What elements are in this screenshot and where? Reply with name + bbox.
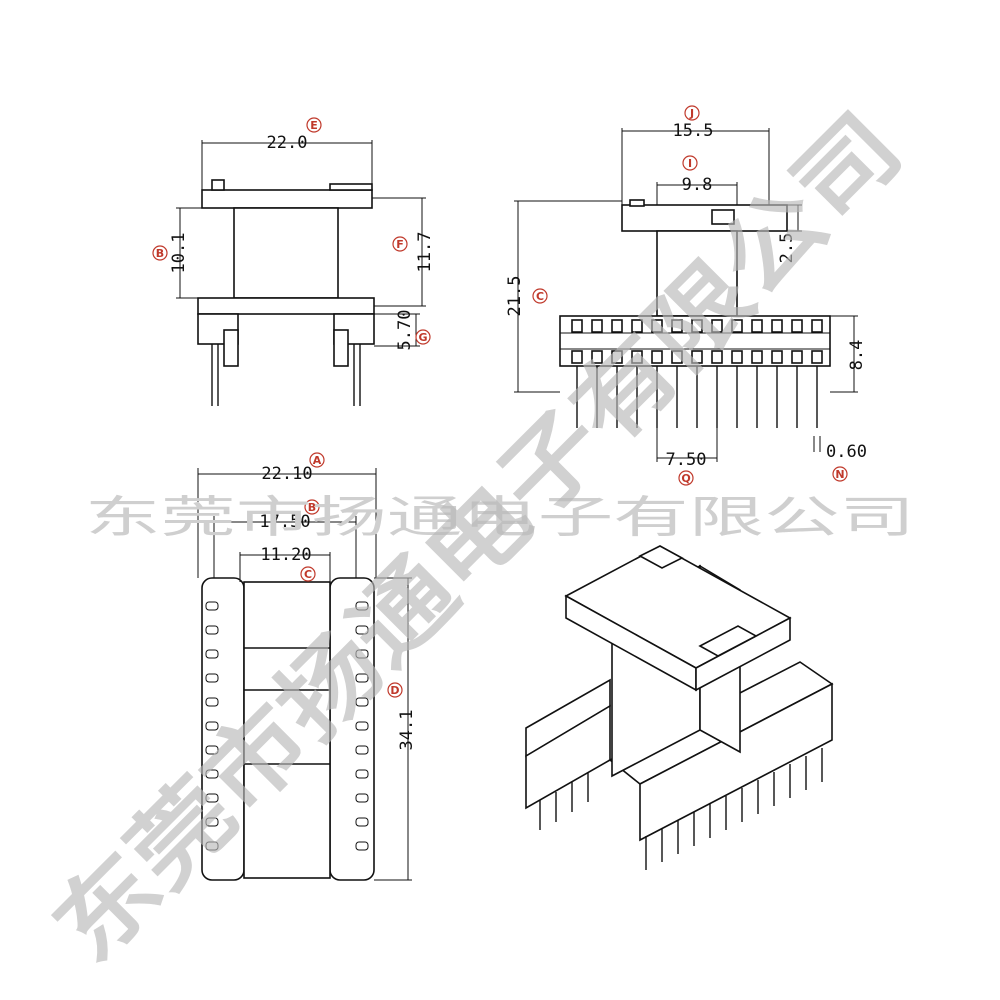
side-inner-tag: I <box>688 157 692 170</box>
front-base-flange <box>197 297 375 315</box>
side-pitch-tag: Q <box>681 472 690 485</box>
side-pitch-dim: 7.50 <box>666 450 707 470</box>
side-inner-dim: 9.8 <box>682 175 713 195</box>
iso-base-right-side <box>639 682 833 842</box>
top-mid-dim: 17.50 <box>259 512 310 532</box>
watermark-horizontal: 东莞市扬通电子有限公司 <box>85 492 915 543</box>
top-mid-tag: B <box>308 501 316 514</box>
front-core-body <box>233 207 339 299</box>
side-outer-tag: J <box>689 107 694 120</box>
front-right-height-tag: F <box>396 238 404 251</box>
front-base-tag: G <box>418 331 427 344</box>
front-base-dim: 5.70 <box>395 310 415 351</box>
front-left-leg <box>223 329 239 367</box>
front-top-flange <box>201 189 373 209</box>
side-top-slot <box>711 209 735 225</box>
top-core-window <box>243 581 331 879</box>
top-outer-tag: A <box>313 454 322 467</box>
top-outer-dim: 22.10 <box>261 464 312 484</box>
side-total-height-dim: 21.5 <box>505 276 525 317</box>
side-top-flange <box>621 204 788 232</box>
front-top-step <box>329 183 373 191</box>
iso-pins-left <box>539 772 589 830</box>
side-pin-tag: N <box>835 468 844 481</box>
top-view: 22.10 A 17.50 B 11.20 C 34.1 D <box>197 452 417 881</box>
side-top-nub <box>629 199 645 207</box>
iso-top-nub <box>638 545 684 569</box>
top-inner-dim: 11.20 <box>260 545 311 565</box>
side-outer-dim: 15.5 <box>673 121 714 141</box>
side-base-slots <box>571 319 823 364</box>
side-pin-dim: 0.60 <box>826 442 867 462</box>
side-flange-dim: 2.5 <box>777 233 797 264</box>
iso-pins-right <box>645 748 823 870</box>
front-left-height-tag: B <box>156 247 164 260</box>
top-inner-tag: C <box>304 568 312 581</box>
front-right-leg <box>333 329 349 367</box>
top-right-slots <box>355 601 369 851</box>
side-pins <box>576 366 818 428</box>
front-top-nub <box>211 179 225 191</box>
front-view: 22.0 E 10.1 B 11.7 F 5.70 G <box>152 117 435 406</box>
front-right-height-dim: 11.7 <box>415 232 435 273</box>
side-base-height-dim: 8.4 <box>847 340 867 371</box>
top-length-tag: D <box>390 684 399 697</box>
iso-top-flange-side <box>695 616 791 692</box>
front-width-dim: 22.0 <box>267 133 308 153</box>
iso-top-slot <box>698 625 758 657</box>
top-left-slots <box>205 601 219 851</box>
front-left-height-dim: 10.1 <box>169 233 189 274</box>
front-width-tag: E <box>310 119 318 132</box>
isometric-view <box>525 545 834 870</box>
side-core <box>656 230 738 317</box>
side-total-height-tag: C <box>536 290 544 303</box>
top-length-dim: 34.1 <box>397 710 417 751</box>
side-view: 15.5 J 9.8 I 2.5 21.5 C 8.4 7.50 Q <box>505 105 867 486</box>
